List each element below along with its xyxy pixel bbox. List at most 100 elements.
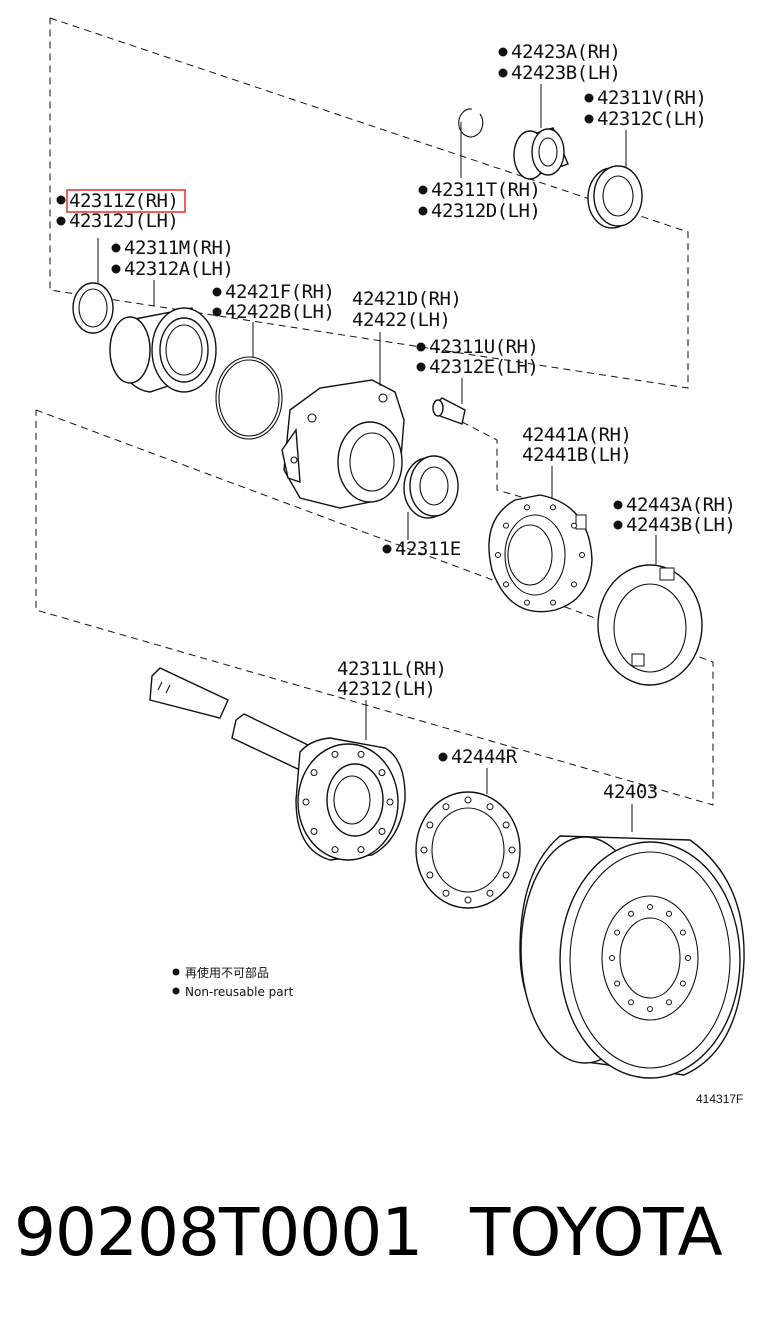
bolt-hole	[609, 955, 615, 961]
bolt-hole	[503, 581, 509, 588]
bolt-hole	[464, 896, 472, 904]
bolt-hole	[310, 827, 318, 835]
bolt-hole	[679, 980, 686, 987]
footer-part-number: 90208T0001	[14, 1194, 422, 1271]
bolt-hole	[647, 904, 653, 910]
bolt-hole	[614, 929, 621, 936]
label-42311V[interactable]: 42311V(RH)	[597, 87, 707, 109]
part-labels: 42423A(RH) 42423B(LH) 42311V(RH) 42312C(…	[56, 41, 736, 803]
bolt-hole	[426, 821, 434, 829]
label-42311T[interactable]: 42311T(RH)	[431, 179, 541, 201]
bolt-hole	[386, 798, 394, 806]
label-42423B[interactable]: 42423B(LH)	[511, 62, 621, 84]
bolt-hole	[666, 910, 672, 917]
bolt-hole	[495, 552, 501, 558]
bolt-hole	[486, 889, 494, 897]
legend-line-cn: 再使用不可部品	[185, 965, 269, 980]
bolt-hole	[442, 803, 450, 811]
snap-ring-42311T	[458, 108, 484, 138]
label-42312C[interactable]: 42312C(LH)	[597, 108, 707, 130]
axle-shaft-42311L	[149, 667, 406, 861]
diagram-code: 414317F	[696, 1092, 743, 1106]
bolt-leader-dash	[461, 421, 526, 499]
bolt-hole	[378, 827, 386, 835]
bolt-hole	[685, 955, 691, 961]
bolt-hole	[502, 821, 510, 829]
upper-assembly-outline	[49, 17, 689, 389]
legend: 再使用不可部品 Non-reusable part	[172, 965, 294, 999]
bolt-hole	[331, 750, 339, 758]
label-42421F[interactable]: 42421F(RH)	[225, 281, 335, 303]
leader-lines	[97, 84, 657, 832]
lower-assembly-outline	[35, 409, 714, 806]
non-reusable-marker-icon	[172, 987, 180, 995]
bolt-hole	[679, 929, 686, 936]
axle-housing-42421D	[281, 379, 405, 509]
bolt-hole	[426, 871, 434, 879]
label-42403[interactable]: 42403	[603, 781, 658, 803]
bolt-hole	[420, 846, 428, 854]
label-42443B[interactable]: 42443B(LH)	[626, 514, 736, 536]
bolt-hole	[508, 846, 516, 854]
gasket-42443A	[597, 564, 703, 686]
oil-seal-42311E	[403, 455, 459, 519]
bolt-hole	[502, 871, 510, 879]
label-42441B[interactable]: 42441B(LH)	[522, 444, 632, 466]
bolt-hole	[378, 769, 386, 777]
bolt-hole	[464, 796, 472, 804]
bolt-hole	[524, 599, 530, 606]
hub-bolt-42311U	[432, 397, 466, 425]
label-42422B[interactable]: 42422B(LH)	[225, 301, 335, 323]
label-42421D[interactable]: 42421D(RH)	[352, 288, 462, 310]
bolt-hole	[357, 750, 365, 758]
bolt-hole	[486, 803, 494, 811]
legend-line-en: Non-reusable part	[185, 985, 294, 999]
label-42444R[interactable]: 42444R	[451, 746, 518, 768]
bearing-42311M	[109, 307, 217, 393]
o-ring-42421F	[215, 356, 283, 440]
bolt-hole	[442, 889, 450, 897]
label-42312A[interactable]: 42312A(LH)	[124, 258, 234, 280]
bolt-hole	[524, 504, 530, 511]
label-42312D[interactable]: 42312D(LH)	[431, 200, 541, 222]
label-42422[interactable]: 42422(LH)	[352, 309, 451, 331]
bolt-hole	[331, 846, 339, 854]
seal-ring-42311Z	[72, 282, 114, 334]
bolt-hole	[579, 552, 585, 558]
bolt-hole	[310, 769, 318, 777]
label-42311E[interactable]: 42311E	[395, 538, 461, 560]
bearing-42423A	[513, 127, 569, 180]
oil-seal-42311V	[587, 165, 643, 229]
bolt-hole	[571, 522, 577, 529]
bolt-hole	[614, 980, 621, 987]
label-42312J[interactable]: 42312J(LH)	[69, 210, 179, 232]
label-42311M[interactable]: 42311M(RH)	[124, 237, 234, 259]
label-42311U[interactable]: 42311U(RH)	[429, 336, 539, 358]
bolt-hole	[357, 846, 365, 854]
bolt-hole	[628, 910, 634, 917]
label-42312[interactable]: 42312(LH)	[337, 678, 436, 700]
highlight-box	[66, 189, 186, 213]
footer-brand: TOYOTA	[469, 1194, 723, 1271]
non-reusable-marker-icon	[172, 968, 180, 976]
gasket-42444R	[415, 791, 521, 909]
bolt-hole	[302, 798, 310, 806]
brake-drum-42403	[519, 835, 745, 1079]
label-42312E[interactable]: 42312E(LH)	[429, 356, 539, 378]
label-42311L[interactable]: 42311L(RH)	[337, 658, 447, 680]
bolt-hole	[628, 999, 634, 1006]
bolt-hole	[647, 1006, 653, 1012]
label-42311Z[interactable]: 42311Z(RH)	[69, 190, 179, 212]
bolt-hole	[503, 522, 509, 529]
bolt-hole	[550, 599, 556, 606]
label-42423A[interactable]: 42423A(RH)	[511, 41, 621, 63]
bolt-holes	[302, 504, 691, 1012]
bolt-hole	[666, 999, 672, 1006]
bolt-hole	[550, 504, 556, 511]
bolt-hole	[571, 581, 577, 588]
label-42443A[interactable]: 42443A(RH)	[626, 494, 736, 516]
backing-plate-42441A	[488, 494, 593, 613]
label-42441A[interactable]: 42441A(RH)	[522, 424, 632, 446]
